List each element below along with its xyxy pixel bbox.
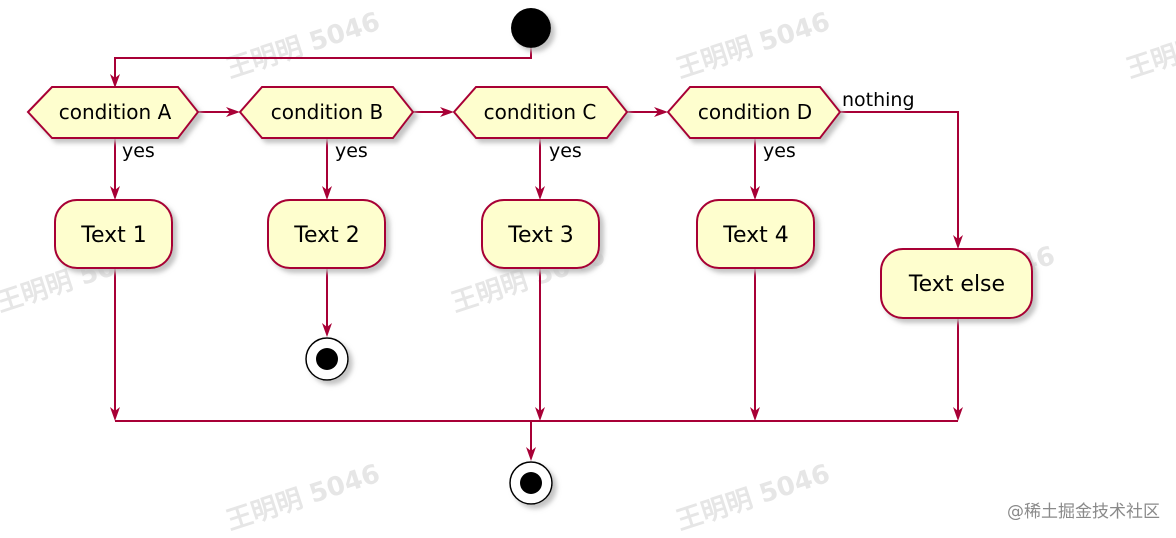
condition-a-label: condition A <box>59 100 172 124</box>
activity-text-1: Text 1 <box>54 199 173 269</box>
condition-c-shape <box>452 86 629 139</box>
edge-start-to-a <box>114 48 532 82</box>
watermark-3: 王明明 5046 <box>1123 7 1176 85</box>
watermark-8: 王明明 5046 <box>673 459 834 537</box>
stop-node <box>305 337 349 381</box>
arrowhead-to-d <box>654 107 668 117</box>
label-yes-a: yes <box>122 140 155 162</box>
activity-text-4-label: Text 4 <box>722 223 788 248</box>
label-yes-c: yes <box>549 140 582 162</box>
activity-text-1-box <box>54 199 173 269</box>
arrowhead-to-text2 <box>322 186 332 200</box>
arrowhead-merge-else <box>953 407 963 421</box>
arrowhead-to-text3 <box>535 186 545 200</box>
condition-d-label: condition D <box>698 100 812 124</box>
arrowhead-to-text1 <box>110 186 120 200</box>
arrowhead-merge-4 <box>750 407 760 421</box>
condition-b-label: condition B <box>271 100 384 124</box>
activity-text-else-box <box>880 248 1033 319</box>
activity-text-else: Text else <box>880 248 1033 319</box>
arrowhead-to-textelse <box>953 235 963 249</box>
arrowhead-to-stop <box>322 323 332 337</box>
edges <box>114 48 959 454</box>
conditions: condition A condition B condition C cond… <box>26 86 842 139</box>
activity-text-else-label: Text else <box>908 272 1005 297</box>
activity-text-2-box <box>267 199 386 269</box>
activity-text-1-label: Text 1 <box>80 223 146 248</box>
arrowhead-to-end <box>526 447 536 461</box>
activity-text-4: Text 4 <box>696 199 815 269</box>
condition-b-shape <box>238 86 415 139</box>
end-node-dot <box>520 472 542 494</box>
arrowheads <box>110 74 963 461</box>
arrowhead-to-b <box>226 107 240 117</box>
start-node <box>511 8 551 48</box>
watermark-credit: @稀土掘金技术社区 <box>1007 502 1160 522</box>
condition-a: condition A <box>26 86 200 139</box>
arrowhead-to-text4 <box>750 186 760 200</box>
activity-text-2: Text 2 <box>267 199 386 269</box>
watermark-7: 王明明 5046 <box>223 459 384 537</box>
condition-d-shape <box>666 86 842 139</box>
activity-text-4-box <box>696 199 815 269</box>
activities: Text 1 Text 2 Text 3 Text 4 Text else <box>54 199 1033 319</box>
arrowhead-merge-1 <box>110 407 120 421</box>
end-node <box>509 461 553 505</box>
activity-text-3-label: Text 3 <box>507 223 573 248</box>
arrowhead-merge-3 <box>535 407 545 421</box>
arrowhead-to-c <box>440 107 454 117</box>
watermark-1: 王明明 5046 <box>223 7 384 85</box>
condition-b: condition B <box>238 86 415 139</box>
arrowhead-to-a <box>110 74 120 88</box>
watermark-2: 王明明 5046 <box>673 7 834 85</box>
condition-a-shape <box>26 86 200 139</box>
edge-labels: yes yes yes yes nothing <box>122 89 915 162</box>
stop-node-dot <box>316 348 338 370</box>
label-nothing: nothing <box>842 89 915 111</box>
activity-text-3: Text 3 <box>481 199 600 269</box>
label-yes-b: yes <box>335 140 368 162</box>
activity-text-2-label: Text 2 <box>293 223 359 248</box>
label-yes-d: yes <box>763 140 796 162</box>
condition-d: condition D <box>666 86 842 139</box>
condition-c: condition C <box>452 86 629 139</box>
activity-text-3-box <box>481 199 600 269</box>
condition-c-label: condition C <box>484 100 597 124</box>
edge-d-else <box>840 111 959 242</box>
